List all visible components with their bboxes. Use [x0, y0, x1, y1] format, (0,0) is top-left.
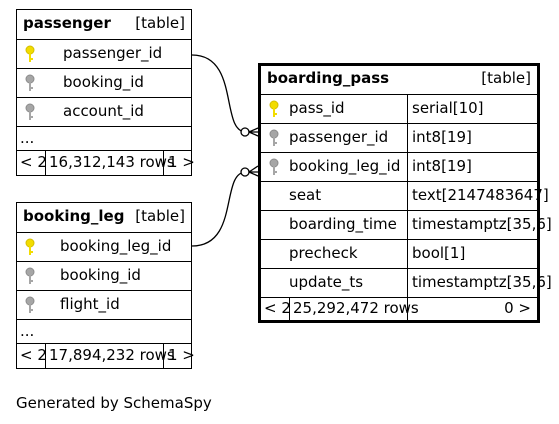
column-name: passenger_id [63, 44, 163, 62]
column-type: bool[1] [412, 244, 466, 262]
crowfoot-marker [248, 165, 259, 177]
foreign-key-icon [269, 129, 279, 147]
more-columns-row[interactable]: ... [17, 320, 191, 344]
column-row[interactable]: update_ts timestamptz[35,6] [261, 269, 552, 298]
column-row[interactable]: precheck bool[1] [261, 240, 537, 269]
column-row[interactable]: passenger_id int8[19] [261, 124, 537, 153]
table-footer: < 2 16,312,143 rows 1 > [17, 151, 195, 175]
table-type-tag: [table] [481, 69, 531, 87]
table-booking-leg[interactable]: booking_leg [table] booking_leg_id booki… [16, 202, 195, 369]
parent-count[interactable]: < 2 [264, 299, 291, 317]
primary-key-icon [25, 45, 35, 63]
column-type: timestamptz[35,6] [412, 273, 552, 291]
table-passenger[interactable]: passenger [table] passenger_id booking_i… [16, 9, 195, 176]
column-name: booking_id [63, 73, 144, 91]
column-row[interactable]: account_id [17, 98, 191, 127]
foreign-key-icon [25, 267, 35, 285]
foreign-key-icon [25, 296, 35, 314]
column-row[interactable]: passenger_id [17, 40, 191, 69]
column-row[interactable]: booking_id [17, 262, 191, 291]
primary-key-icon [25, 238, 35, 256]
edge-end-circle [240, 127, 250, 137]
table-name: booking_leg [23, 207, 125, 225]
column-row[interactable]: seat text[2147483647] [261, 182, 549, 211]
column-row[interactable]: pass_id serial[10] [261, 95, 537, 124]
parent-count[interactable]: < 2 [20, 153, 47, 171]
column-name: booking_id [60, 266, 141, 284]
table-footer: < 2 17,894,232 rows 1 > [17, 344, 195, 368]
foreign-key-icon [25, 74, 35, 92]
foreign-key-icon [269, 158, 279, 176]
table-header: booking_leg [table] [17, 203, 191, 233]
primary-key-icon [269, 100, 279, 118]
column-type: timestamptz[35,6] [412, 215, 552, 233]
row-count: 25,292,472 rows [293, 299, 419, 317]
table-name: boarding_pass [267, 69, 390, 87]
edge-end-circle [240, 167, 250, 177]
more-columns-ellipsis: ... [20, 322, 35, 340]
column-row[interactable]: booking_leg_id [17, 233, 191, 262]
column-type: text[2147483647] [412, 186, 549, 204]
edge-passenger-to-boarding-pass [191, 54, 247, 133]
edge-booking-leg-to-boarding-pass [191, 171, 247, 247]
column-name: passenger_id [289, 128, 389, 146]
table-name: passenger [23, 14, 111, 32]
more-columns-ellipsis: ... [20, 129, 35, 147]
column-row[interactable]: booking_id [17, 69, 191, 98]
column-name: precheck [289, 244, 358, 262]
column-name: boarding_time [289, 215, 397, 233]
child-count[interactable]: 0 > [504, 299, 531, 317]
column-name: update_ts [289, 273, 364, 291]
table-header: passenger [table] [17, 10, 191, 40]
table-footer: < 2 25,292,472 rows 0 > [261, 298, 537, 320]
column-name: booking_leg_id [60, 237, 172, 255]
column-name: flight_id [60, 295, 120, 313]
column-type: int8[19] [412, 128, 472, 146]
column-row[interactable]: boarding_time timestamptz[35,6] [261, 211, 552, 240]
column-type: serial[10] [412, 99, 484, 117]
column-name: booking_leg_id [289, 157, 401, 175]
column-name: account_id [63, 102, 144, 120]
column-name: seat [289, 186, 322, 204]
foreign-key-icon [25, 103, 35, 121]
parent-count[interactable]: < 2 [20, 346, 47, 364]
table-type-tag: [table] [135, 207, 185, 225]
row-count: 16,312,143 rows [49, 153, 175, 171]
child-count[interactable]: 1 > [168, 346, 195, 364]
generated-by-footer: Generated by SchemaSpy [16, 394, 212, 412]
row-count: 17,894,232 rows [49, 346, 175, 364]
column-name: pass_id [289, 99, 345, 117]
more-columns-row[interactable]: ... [17, 127, 191, 151]
column-row[interactable]: flight_id [17, 291, 191, 320]
child-count[interactable]: 1 > [168, 153, 195, 171]
column-type: int8[19] [412, 157, 472, 175]
table-boarding-pass[interactable]: boarding_pass [table] pass_id serial[10]… [258, 63, 552, 323]
column-row[interactable]: booking_leg_id int8[19] [261, 153, 537, 182]
table-type-tag: [table] [135, 14, 185, 32]
crowfoot-marker [248, 127, 259, 137]
table-header: boarding_pass [table] [261, 66, 537, 95]
